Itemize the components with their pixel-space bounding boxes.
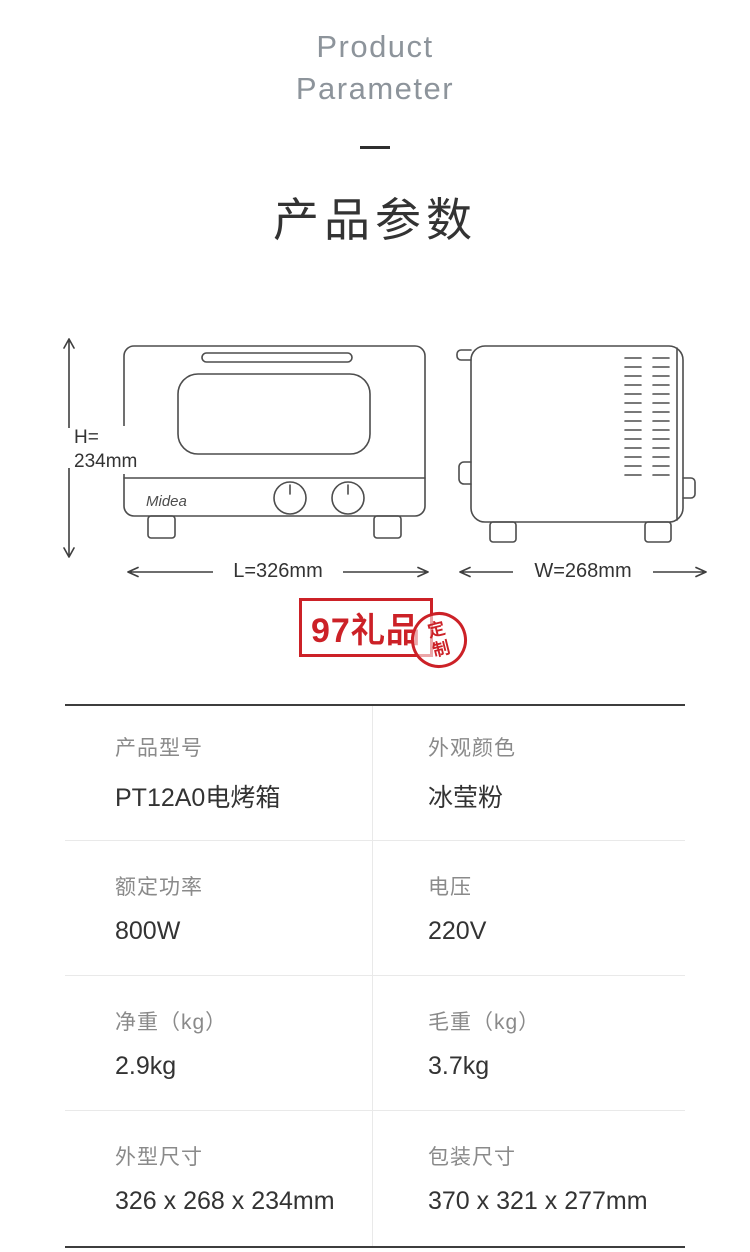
page-title-en-line1: Product bbox=[316, 29, 434, 64]
watermark-text: 97礼品 bbox=[299, 598, 433, 657]
spec-value: 800W bbox=[115, 916, 181, 945]
brand-logo: Midea bbox=[146, 493, 187, 510]
spec-label: 净重（kg） bbox=[115, 1010, 228, 1034]
spec-value: 370 x 321 x 277mm bbox=[428, 1187, 648, 1215]
height-dimension-label: H= 234mm bbox=[74, 426, 138, 474]
spec-label: 外观颜色 bbox=[428, 737, 516, 760]
vent-slots bbox=[624, 357, 670, 476]
arrow-up-icon bbox=[63, 338, 75, 428]
height-label-value: 234mm bbox=[74, 451, 138, 472]
table-row: 额定功率 800W 电压 220V bbox=[65, 841, 685, 976]
arrow-left-icon bbox=[127, 566, 213, 577]
spec-cell-product-size: 外型尺寸 326 x 268 x 234mm bbox=[65, 1111, 373, 1246]
section-divider bbox=[360, 146, 390, 149]
table-row: 净重（kg） 2.9kg 毛重（kg） 3.7kg bbox=[65, 976, 685, 1111]
watermark-seal-char2: 制 bbox=[430, 637, 452, 661]
spec-label: 包装尺寸 bbox=[428, 1146, 516, 1169]
height-label-prefix: H= bbox=[74, 427, 99, 448]
spec-cell-color: 外观颜色 冰莹粉 bbox=[373, 706, 685, 840]
arrow-right-icon bbox=[343, 566, 429, 577]
arrow-right-icon bbox=[653, 566, 707, 577]
length-dimension: L=326mm bbox=[125, 560, 431, 583]
spec-cell-model: 产品型号 PT12A0电烤箱 bbox=[65, 706, 373, 840]
oven-front-view-drawing: Midea bbox=[123, 345, 426, 539]
oven-side-view-drawing bbox=[456, 345, 696, 543]
spec-value: 2.9kg bbox=[115, 1051, 177, 1080]
spec-cell-package-size: 包装尺寸 370 x 321 x 277mm bbox=[373, 1111, 685, 1246]
spec-value: 326 x 268 x 234mm bbox=[115, 1187, 335, 1215]
spec-label: 外型尺寸 bbox=[115, 1146, 203, 1169]
arrow-left-icon bbox=[459, 566, 513, 577]
table-row: 外型尺寸 326 x 268 x 234mm 包装尺寸 370 x 321 x … bbox=[65, 1111, 685, 1246]
spec-value: PT12A0电烤箱 bbox=[115, 784, 281, 812]
spec-label: 产品型号 bbox=[115, 737, 203, 760]
spec-label: 电压 bbox=[428, 875, 472, 899]
arrow-down-icon bbox=[63, 468, 75, 558]
width-dimension: W=268mm bbox=[457, 560, 709, 583]
spec-cell-power: 额定功率 800W bbox=[65, 841, 373, 975]
spec-label: 毛重（kg） bbox=[428, 1010, 541, 1034]
spec-label: 额定功率 bbox=[115, 875, 203, 899]
page-title-zh: 产品参数 bbox=[273, 194, 477, 246]
table-row: 产品型号 PT12A0电烤箱 外观颜色 冰莹粉 bbox=[65, 706, 685, 841]
spec-value: 3.7kg bbox=[428, 1051, 490, 1080]
spec-table: 产品型号 PT12A0电烤箱 外观颜色 冰莹粉 额定功率 800W 电压 220… bbox=[65, 704, 685, 1248]
length-dimension-label: L=326mm bbox=[233, 560, 323, 582]
width-dimension-label: W=268mm bbox=[534, 560, 632, 582]
spec-cell-gross-weight: 毛重（kg） 3.7kg bbox=[373, 976, 685, 1110]
page-title-en: Product Parameter bbox=[0, 26, 750, 110]
page-title-en-line2: Parameter bbox=[295, 71, 455, 106]
watermark: 97礼品 定 制 bbox=[299, 598, 473, 678]
spec-value: 冰莹粉 bbox=[428, 784, 504, 812]
spec-cell-net-weight: 净重（kg） 2.9kg bbox=[65, 976, 373, 1110]
spec-cell-voltage: 电压 220V bbox=[373, 841, 685, 975]
spec-value: 220V bbox=[428, 916, 487, 945]
